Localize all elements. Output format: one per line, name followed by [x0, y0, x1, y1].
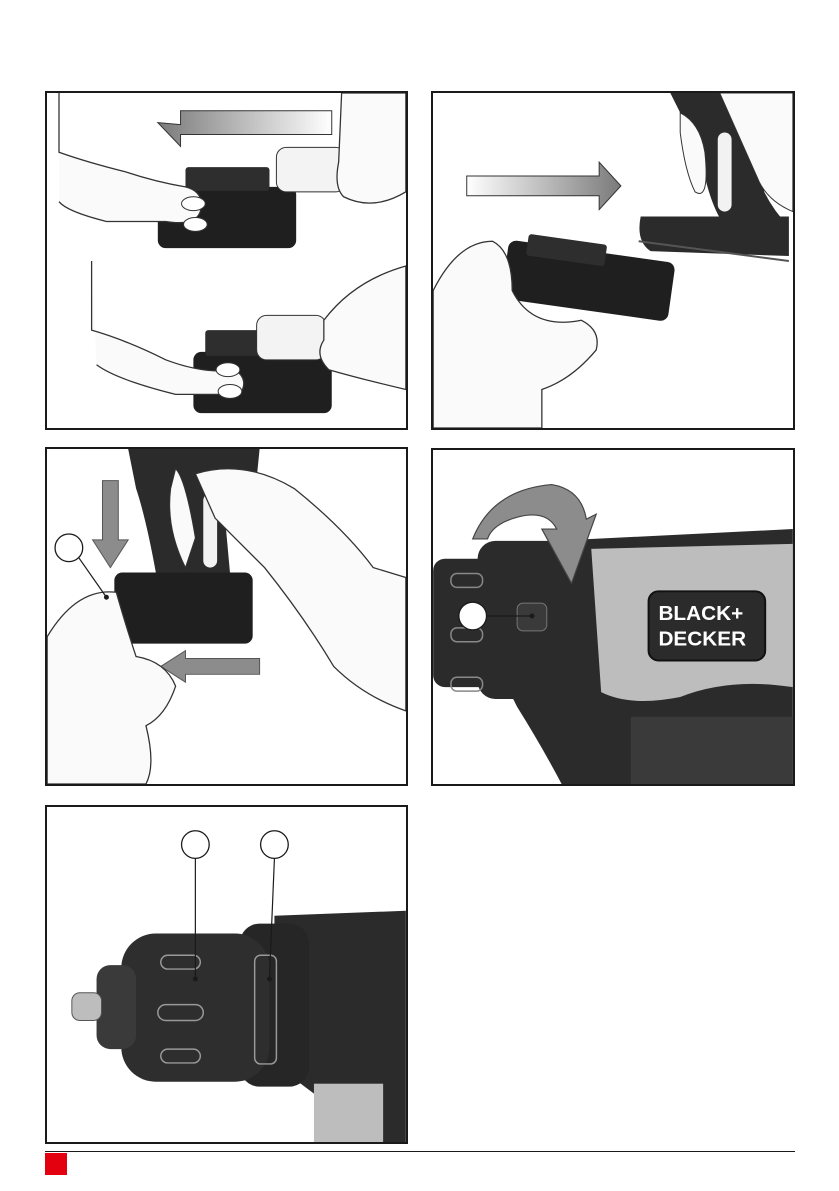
arrow-down-icon	[93, 481, 129, 568]
arrow-left-icon	[158, 111, 332, 147]
figure-torque-collar: BLACK+ DECKER	[431, 448, 795, 786]
callout-circle	[459, 602, 487, 630]
callout-circle	[261, 831, 289, 859]
figure-keyless-chuck	[45, 805, 408, 1144]
torque-collar-illustration: BLACK+ DECKER	[433, 450, 793, 784]
battery-insertion-illustration	[433, 93, 793, 428]
terminal-cap-top	[276, 147, 345, 191]
battery-pack	[114, 573, 252, 644]
callout-circle	[182, 831, 210, 859]
figure-battery-latch	[45, 447, 408, 786]
brand-line-2: DECKER	[658, 628, 746, 651]
page-marker-red	[45, 1153, 67, 1175]
terminal-cap-bottom	[257, 315, 326, 359]
brand-line-1: BLACK+	[658, 602, 743, 625]
hand-left-top	[59, 93, 201, 223]
arrow-left-icon	[161, 651, 260, 683]
hand-right-bottom	[320, 266, 406, 390]
callout-circle	[55, 534, 83, 562]
battery-latch-illustration	[47, 449, 406, 784]
figure-battery-insertion	[431, 91, 795, 430]
footer-rule	[45, 1151, 795, 1152]
figure-battery-removal	[45, 91, 408, 430]
drill-foot	[639, 217, 788, 257]
keyless-chuck-illustration	[47, 807, 406, 1142]
chuck-jaws	[72, 993, 102, 1021]
battery-removal-illustration	[47, 93, 406, 428]
arrow-right-icon	[467, 162, 621, 209]
